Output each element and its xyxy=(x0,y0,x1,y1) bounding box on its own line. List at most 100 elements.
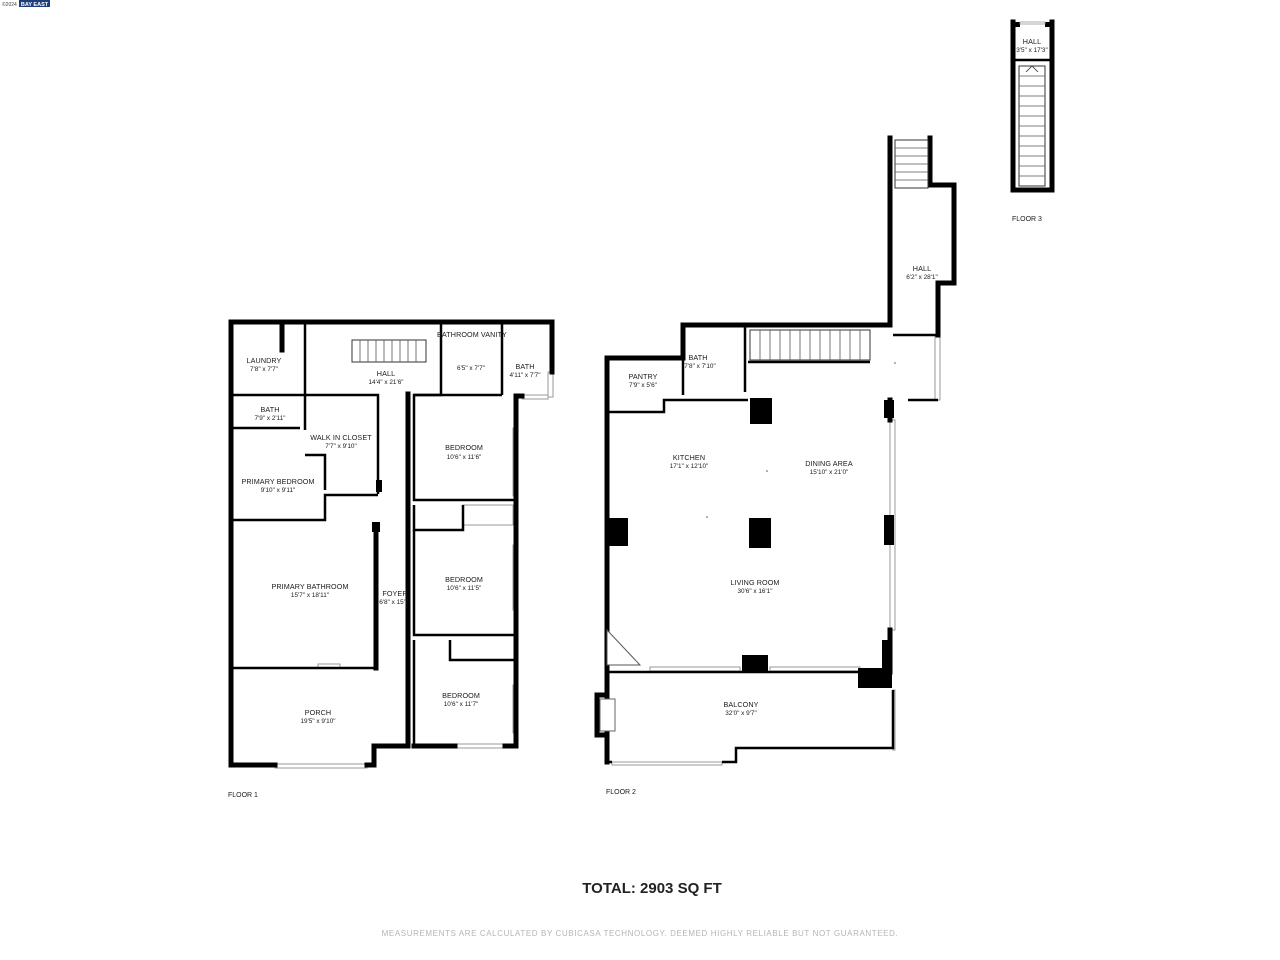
room-dims: 10'6" x 11'7" xyxy=(444,701,479,708)
room-dims: 14'4" x 21'6" xyxy=(368,379,403,386)
floor-3-label: FLOOR 3 xyxy=(1012,216,1042,223)
room-name: KITCHEN xyxy=(673,453,705,462)
room-name: HALL xyxy=(377,369,395,378)
room-dims: 9'10" x 9'11" xyxy=(261,487,296,494)
floor-3-plan: HALL 3'5" x 17'3" FLOOR 3 xyxy=(1010,19,1055,223)
room-dims: 6'2" x 28'1" xyxy=(906,274,938,281)
room-name: BALCONY xyxy=(723,700,758,709)
floor-1-label: FLOOR 1 xyxy=(228,792,258,799)
column xyxy=(742,655,768,671)
room-name: BEDROOM xyxy=(445,443,483,452)
column xyxy=(372,522,380,532)
window xyxy=(769,666,861,672)
room-name: FOYER xyxy=(382,589,407,598)
column xyxy=(376,480,382,492)
room-label-bathroom-vanity: BATHROOM VANITY 6'5" x 7'7" xyxy=(437,330,507,372)
floor2-stairs-upper xyxy=(894,139,929,189)
room-dims: 10'6" x 11'5" xyxy=(447,585,482,592)
column xyxy=(884,400,894,418)
window xyxy=(274,763,368,769)
interior-wall xyxy=(448,640,516,662)
window xyxy=(521,394,549,400)
floor2-stairs xyxy=(749,329,871,361)
room-label-living-room: LIVING ROOM 30'6" x 16'1" xyxy=(730,578,779,595)
room-label-hall-2: HALL 6'2" x 28'1" xyxy=(906,264,938,281)
floor3-wall xyxy=(1010,19,1055,63)
window xyxy=(454,743,506,749)
closet-outline xyxy=(462,504,514,526)
interior-wall xyxy=(412,530,516,637)
room-dims: 15'10" x 21'0" xyxy=(810,469,849,476)
room-dims: 6'5" x 7'7" xyxy=(457,365,485,372)
total-area: TOTAL: 2903 SQ FT xyxy=(582,880,721,897)
room-dims: 19'5" x 9'10" xyxy=(300,718,335,725)
logo-badge xyxy=(19,0,50,7)
room-label-laundry: LAUNDRY 7'8" x 7'7" xyxy=(247,356,282,373)
interior-wall xyxy=(231,393,380,494)
floor-2-label: FLOOR 2 xyxy=(606,789,636,796)
room-name: LIVING ROOM xyxy=(730,578,779,587)
column xyxy=(884,515,894,545)
room-dims: 32'0" x 9'7" xyxy=(725,710,757,717)
window xyxy=(934,334,941,401)
room-label-porch: PORCH 19'5" x 9'10" xyxy=(300,708,335,725)
room-dims: 6'8" x 15'7" xyxy=(379,599,411,606)
floor1-exterior-wall xyxy=(411,393,525,749)
interior-wall xyxy=(303,395,327,490)
column xyxy=(749,518,771,548)
window xyxy=(547,371,554,398)
room-label-kitchen: KITCHEN 17'1" x 12'10" xyxy=(670,453,709,470)
floor1-exterior-wall xyxy=(228,391,411,768)
room-label-primary-bathroom: PRIMARY BATHROOM 15'7" x 18'11" xyxy=(271,582,348,599)
column xyxy=(858,640,890,672)
fireplace xyxy=(594,692,610,738)
room-dims: 17'1" x 12'10" xyxy=(670,463,709,470)
room-dims: 7'9" x 5'6" xyxy=(629,382,657,389)
disclaimer-text: MEASUREMENTS ARE CALCULATED BY CUBICASA … xyxy=(382,929,899,938)
floor3-stairs xyxy=(1018,65,1046,187)
floor-1-plan: LAUNDRY 7'8" x 7'7" HALL 14'4" x 21'6" B… xyxy=(228,319,555,799)
room-label-pantry: PANTRY 7'9" x 5'6" xyxy=(628,372,657,389)
room-name: BATHROOM VANITY xyxy=(437,330,507,339)
room-label-primary-bedroom: PRIMARY BEDROOM 9'10" x 9'11" xyxy=(241,477,314,494)
interior-wall xyxy=(412,322,516,502)
logo-text: BAY EAST xyxy=(21,2,49,8)
room-dims: 10'6" x 11'6" xyxy=(447,454,482,461)
floor-2-plan: HALL 6'2" x 28'1" BATH 7'8" x 7'10" PANT… xyxy=(594,135,957,796)
column xyxy=(858,668,892,688)
room-dims: 7'8" x 7'7" xyxy=(250,366,278,373)
room-label-balcony: BALCONY 32'0" x 9'7" xyxy=(723,700,758,717)
room-label-bedroom-3: BEDROOM 10'6" x 11'7" xyxy=(442,691,480,708)
copyright-text: ©2024 xyxy=(2,1,17,8)
room-label-walk-in-closet: WALK IN CLOSET 7'7" x 9'10" xyxy=(310,433,372,450)
room-dims: 3'5" x 17'3" xyxy=(1016,47,1048,54)
room-label-bedroom-1: BEDROOM 10'6" x 11'6" xyxy=(445,443,483,461)
room-dims: 7'8" x 7'10" xyxy=(684,363,716,370)
room-dims: 7'7" x 9'10" xyxy=(325,443,357,450)
brand-logo: ©2024 BAY EAST xyxy=(2,0,50,8)
room-name: BATH xyxy=(515,362,534,371)
room-label-bedroom-2: BEDROOM 10'6" x 11'5" xyxy=(445,575,483,592)
window xyxy=(611,761,723,766)
floor2-exterior-wall xyxy=(607,690,895,764)
room-label-hall-3: HALL 3'5" x 17'3" xyxy=(1016,37,1048,54)
interior-wall xyxy=(607,398,748,414)
room-label-bath-small: BATH 7'9" x 2'11" xyxy=(254,405,285,422)
room-name: LAUNDRY xyxy=(247,356,282,365)
room-name: BEDROOM xyxy=(445,575,483,584)
room-dims: 15'7" x 18'11" xyxy=(291,592,329,599)
window xyxy=(649,666,741,672)
floor1-stairs xyxy=(351,339,427,363)
floor2-exterior-wall xyxy=(927,135,957,338)
room-dims: 30'6" x 16'1" xyxy=(737,588,772,595)
floor2-exterior-wall xyxy=(604,135,893,765)
room-name: PRIMARY BEDROOM xyxy=(241,477,314,486)
window xyxy=(1019,21,1046,25)
floor1-exterior-wall xyxy=(228,319,555,768)
room-name: HALL xyxy=(913,264,931,273)
column xyxy=(750,398,772,424)
room-label-bath: BATH 4'11" x 7'7" xyxy=(509,362,540,379)
column xyxy=(609,518,628,546)
interior-wall xyxy=(412,505,465,532)
